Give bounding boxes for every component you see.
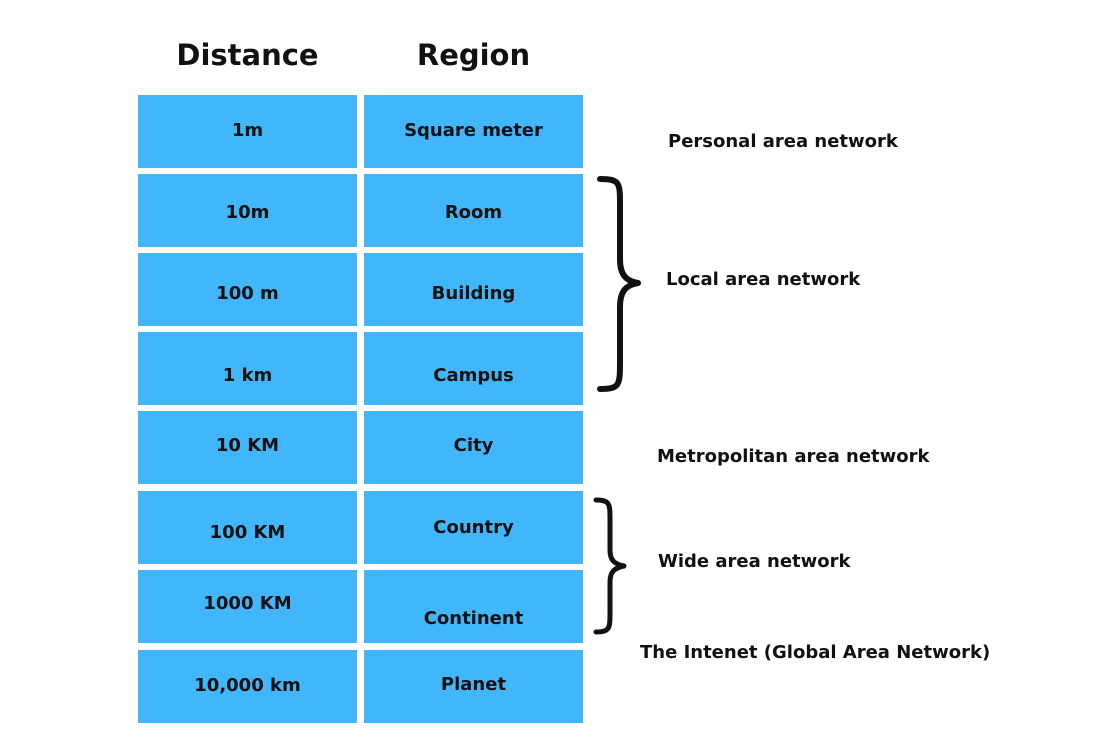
region-cell-continent: Continent [364, 570, 583, 643]
region-column-header: Region [416, 38, 531, 72]
region-cell-room: Room [364, 174, 583, 247]
distance-value: 10 KM [215, 435, 280, 456]
distance-value: 1000 KM [203, 593, 292, 614]
distance-value: 10,000 km [194, 675, 301, 696]
distance-cell-100m: 100 m [138, 253, 357, 326]
region-value: Country [433, 517, 514, 538]
wan-label: Wide area network [658, 551, 851, 572]
region-cell-square-meter: Square meter [364, 95, 583, 168]
distance-cell-100km: 100 KM [138, 491, 357, 564]
lan-brace-icon [597, 176, 641, 392]
region-value: Planet [440, 674, 507, 695]
lan-label: Local area network [666, 269, 861, 290]
pan-label: Personal area network [668, 131, 898, 152]
region-cell-building: Building [364, 253, 583, 326]
man-label: Metropolitan area network [657, 446, 930, 467]
region-value: Continent [423, 608, 524, 629]
distance-value: 1m [231, 120, 264, 141]
region-cell-campus: Campus [364, 332, 583, 405]
gan-label: The Intenet (Global Area Network) [640, 642, 991, 663]
distance-cell-10000km: 10,000 km [138, 650, 357, 723]
region-value: Room [444, 202, 503, 223]
distance-cell-10km: 10 KM [138, 411, 357, 484]
distance-value: 100 KM [209, 522, 286, 543]
region-cell-city: City [364, 411, 583, 484]
distance-cell-1m: 1m [138, 95, 357, 168]
distance-cell-1km: 1 km [138, 332, 357, 405]
wan-brace-icon [593, 497, 627, 635]
region-value: Square meter [404, 120, 543, 141]
region-value: Campus [433, 365, 514, 386]
region-cell-planet: Planet [364, 650, 583, 723]
distance-column-header: Distance [176, 38, 319, 72]
region-value: City [453, 435, 494, 456]
distance-cell-1000km: 1000 KM [138, 570, 357, 643]
region-cell-country: Country [364, 491, 583, 564]
distance-cell-10m: 10m [138, 174, 357, 247]
distance-value: 1 km [222, 365, 273, 386]
region-value: Building [431, 283, 516, 304]
distance-value: 10m [225, 202, 270, 223]
distance-value: 100 m [216, 283, 279, 304]
